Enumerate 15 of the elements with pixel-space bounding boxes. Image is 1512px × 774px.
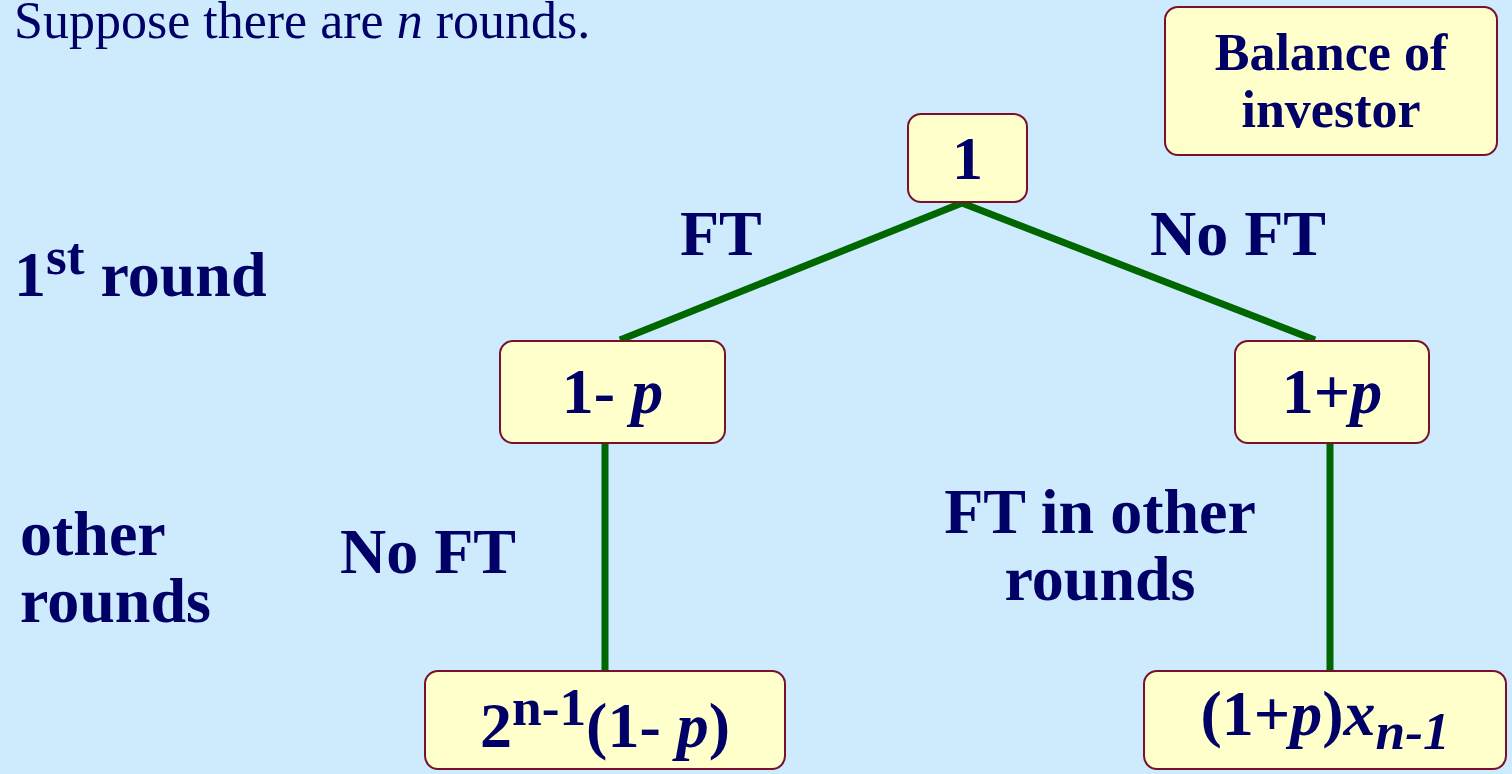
value-box: (1+p)x$_{n-1}$ [1143, 670, 1507, 770]
value-box: 1+p [1234, 340, 1430, 444]
row-label: other rounds [20, 500, 212, 635]
value-box: 2$^{n-1}$(1- p) [424, 670, 786, 770]
value-box: 1- p [499, 340, 726, 444]
connector-line [1326, 444, 1334, 670]
edge-label: No FT [340, 518, 516, 586]
legend-box: Balance of investor [1164, 6, 1498, 156]
connector-line [601, 444, 609, 670]
value-box: 1 [907, 113, 1028, 203]
heading-text: Suppose there are n rounds. [14, 0, 591, 49]
edge-label: No FT [1150, 200, 1326, 268]
row-label: 1$^{st}$ round [14, 228, 267, 309]
edge-label: FT in other rounds [943, 478, 1257, 613]
edge-label: FT [680, 200, 762, 268]
